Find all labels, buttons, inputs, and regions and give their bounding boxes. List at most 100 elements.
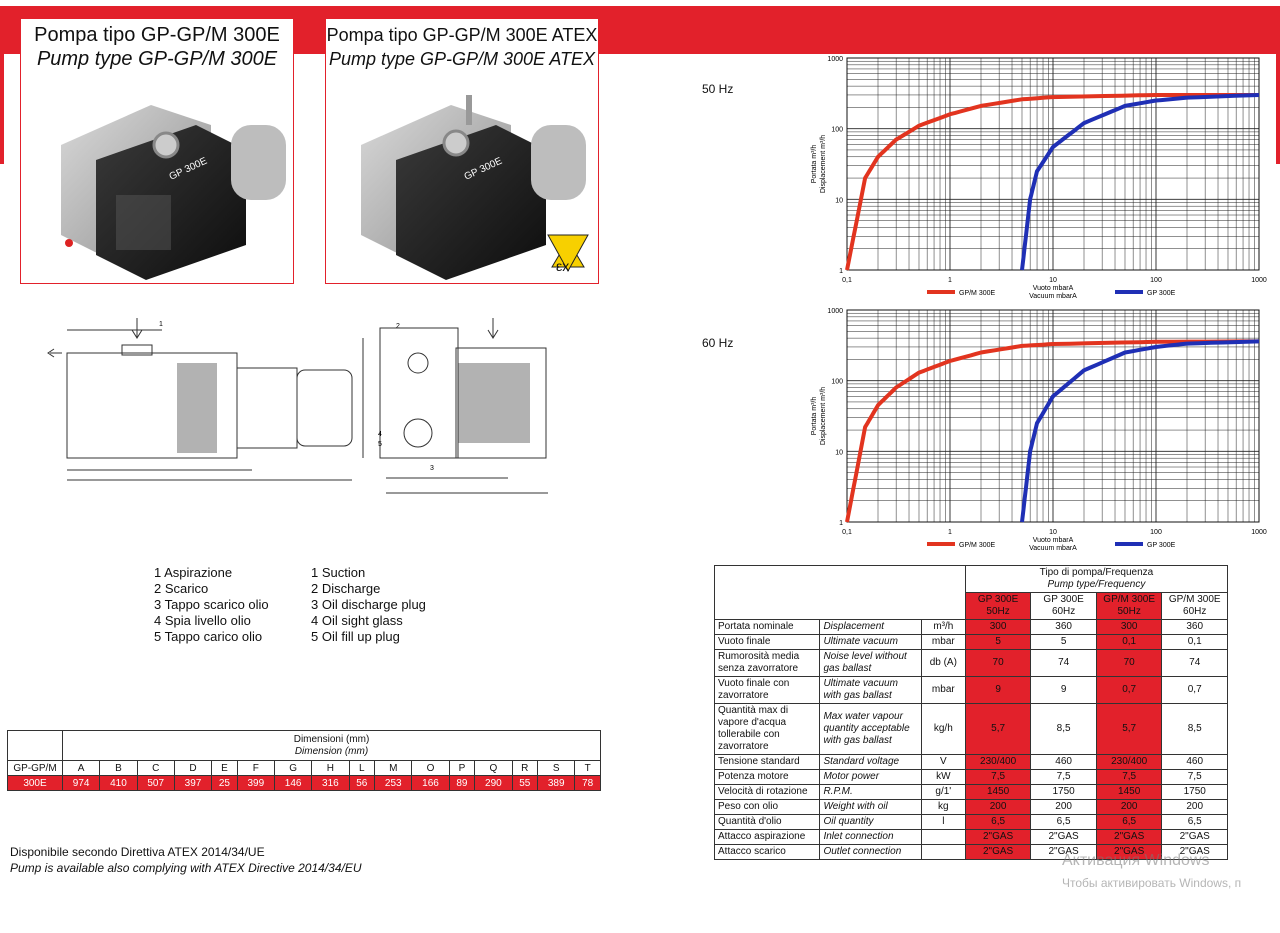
column-model: GP/M 300E [1168,594,1221,605]
dimension-col-S: S [537,760,576,776]
spec-value: 70 [964,649,1032,677]
y-tick-label: 100 [831,127,843,134]
spec-value: 460 [1161,754,1228,770]
spec-label-en: Outlet connection [819,844,922,860]
spec-label-en: Weight with oil [819,799,922,815]
spec-label-en: R.P.M. [819,784,922,800]
x-tick-label: 10 [1049,277,1057,284]
spec-unit: kg [920,799,966,815]
side-view-drawing: 1 [47,318,353,481]
specs-row: Quantità max di vapore d'acqua tollerabi… [713,703,1228,755]
dimension-col-O: O [411,760,450,776]
part-item: 1 Aspirazione [154,565,233,580]
dimensions-title-it: Dimensioni (mm) [293,733,370,745]
y-tick-label: 100 [831,379,843,386]
plot-area [846,309,1260,523]
spec-label-it: Potenza motore [713,769,821,785]
part-item: 4 Oil sight glass [311,613,403,628]
dimension-value-O: 166 [411,775,450,791]
specs-group-en: Pump type/Frequency [1047,579,1146,590]
callout-5: 5 [378,441,382,448]
dimension-col-M: M [374,760,413,776]
spec-value: 0,1 [1095,634,1163,650]
spec-value: 6,5 [964,814,1032,830]
x-tick-label: 100 [1150,277,1162,284]
callout-3: 3 [430,465,434,472]
x-axis-label-it: Vuoto mbarA [1033,285,1074,292]
spec-value: 9 [964,676,1032,704]
atex-note-en: Pump is available also complying with AT… [10,861,362,875]
x-tick-label: 100 [1150,529,1162,536]
column-model: GP 300E [1043,594,1084,605]
spec-value: 6,5 [1095,814,1163,830]
spec-value: 300 [1095,619,1163,635]
spec-value: 2"GAS [1161,844,1228,860]
specs-group-it: Tipo di pompa/Frequenza [1039,567,1154,578]
spec-value: 300 [964,619,1032,635]
spec-value: 74 [1161,649,1228,677]
spec-value: 7,5 [1095,769,1163,785]
y-tick-label: 10 [835,197,843,204]
callout-1: 1 [159,321,163,328]
y-tick-label: 1 [839,268,843,275]
legend-swatch [927,542,955,546]
x-tick-label: 1000 [1251,529,1267,536]
spec-value: 7,5 [1030,769,1097,785]
spec-label-it: Tensione standard [713,754,821,770]
legend-swatch [927,290,955,294]
dimension-value-D: 397 [173,775,213,791]
part-item: 3 Oil discharge plug [311,597,426,612]
column-freq: 50Hz [1117,606,1141,617]
dimension-value-A: 974 [61,775,101,791]
spec-label-it: Attacco scarico [713,844,821,860]
spec-value: 0,7 [1095,676,1163,704]
dimension-col-G: G [273,760,313,776]
spec-unit: kW [920,769,966,785]
spec-label-it: Vuoto finale con zavorratore [713,676,821,704]
part-item: 2 Scarico [154,581,209,596]
dimension-col-C: C [136,760,175,776]
spec-value: 5 [964,634,1032,650]
dimension-col-P: P [448,760,476,776]
specs-group-row: Tipo di pompa/Frequenza Pump type/Freque… [714,565,1229,620]
dimension-col-R: R [511,760,539,776]
y-axis-label-it: Portata m³/h [811,145,818,184]
legend-label: GP 300E [1147,290,1176,297]
legend-swatch [1115,542,1143,546]
spec-value: 6,5 [1030,814,1097,830]
spec-unit: g/1' [920,784,966,800]
dimension-col-D: D [173,760,213,776]
dimension-value-Q: 290 [474,775,513,791]
pump-photo-atex: GP 300E εx [361,95,589,280]
dimension-value-P: 89 [448,775,476,791]
dimension-col-H: H [311,760,350,776]
spec-value: 360 [1030,619,1097,635]
y-tick-label: 10 [835,449,843,456]
column-freq: 60Hz [1183,606,1207,617]
plot-area [846,57,1260,271]
y-tick-label: 1000 [827,308,843,315]
atex-note: Disponibile secondo Direttiva ATEX 2014/… [10,844,362,876]
specs-table: Tipo di pompa/Frequenza Pump type/Freque… [713,565,1229,860]
left-red-edge [0,54,4,164]
series-line-gp [1020,339,1260,523]
x-tick-label: 1 [948,277,952,284]
spec-label-it: Portata nominale [713,619,821,635]
spec-unit [920,829,966,845]
chart-60hz-label: 60 Hz [702,336,734,350]
x-axis-label-en: Vacuum mbarA [1029,545,1077,552]
spec-unit: db (A) [920,649,966,677]
spec-value: 200 [1030,799,1097,815]
dimension-value-B: 410 [99,775,138,791]
spec-unit [920,844,966,860]
product-title-it: Pompa tipo GP-GP/M 300E ATEX [326,25,598,45]
dimension-value-S: 389 [537,775,576,791]
spec-value: 5,7 [1095,703,1163,755]
